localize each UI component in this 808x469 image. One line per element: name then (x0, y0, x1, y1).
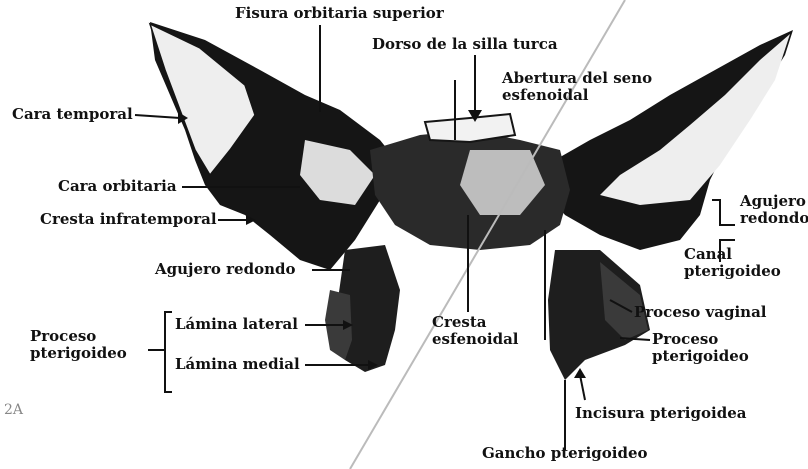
label-dorso-silla-turca: Dorso de la silla turca (372, 36, 558, 53)
label-lamina-lateral: Lámina lateral (175, 316, 298, 333)
label-proceso-left-line2: pterigoideo (30, 345, 127, 362)
label-lamina-medial: Lámina medial (175, 356, 300, 373)
label-cresta-esfenoidal: Cresta esfenoidal (432, 314, 519, 348)
label-abertura-seno-line2: esfenoidal (502, 87, 652, 104)
label-abertura-seno: Abertura del seno esfenoidal (502, 70, 652, 104)
label-canal-line2: pterigoideo (684, 263, 781, 280)
label-cara-orbitaria: Cara orbitaria (58, 178, 177, 195)
label-agujero-redondo-right: Agujero redondo (740, 193, 808, 227)
corner-mark: 2A (4, 402, 23, 419)
dorsum-sellae (425, 114, 515, 142)
label-cresta-line1: Cresta (432, 314, 519, 331)
label-cresta-line2: esfenoidal (432, 331, 519, 348)
label-proceso-vaginal: Proceso vaginal (634, 304, 766, 321)
label-proceso-right-line2: pterigoideo (652, 348, 749, 365)
label-proceso-left-line1: Proceso (30, 328, 127, 345)
label-agujero-right-line2: redondo (740, 210, 808, 227)
leader-incisura (580, 375, 585, 400)
label-agujero-right-line1: Agujero (740, 193, 808, 210)
label-incisura-pterigoidea: Incisura pterigoidea (575, 405, 746, 422)
label-canal-line1: Canal (684, 246, 781, 263)
label-canal-pterigoideo: Canal pterigoideo (684, 246, 781, 280)
label-abertura-seno-line1: Abertura del seno (502, 70, 652, 87)
label-proceso-pterigoideo-left: Proceso pterigoideo (30, 328, 127, 362)
label-cara-temporal: Cara temporal (12, 106, 133, 123)
leader-cara-temporal (135, 115, 180, 118)
label-proceso-pterigoideo-right: Proceso pterigoideo (652, 331, 749, 365)
bracket (165, 312, 172, 392)
label-fisura-orbitaria-superior: Fisura orbitaria superior (235, 5, 444, 22)
label-agujero-redondo-left: Agujero redondo (155, 261, 295, 278)
label-gancho-pterigoideo: Gancho pterigoideo (482, 445, 648, 462)
label-proceso-right-line1: Proceso (652, 331, 749, 348)
leader-agujero-right (712, 200, 735, 225)
arrow-incisura (574, 368, 586, 378)
label-cresta-infratemporal: Cresta infratemporal (40, 211, 217, 228)
